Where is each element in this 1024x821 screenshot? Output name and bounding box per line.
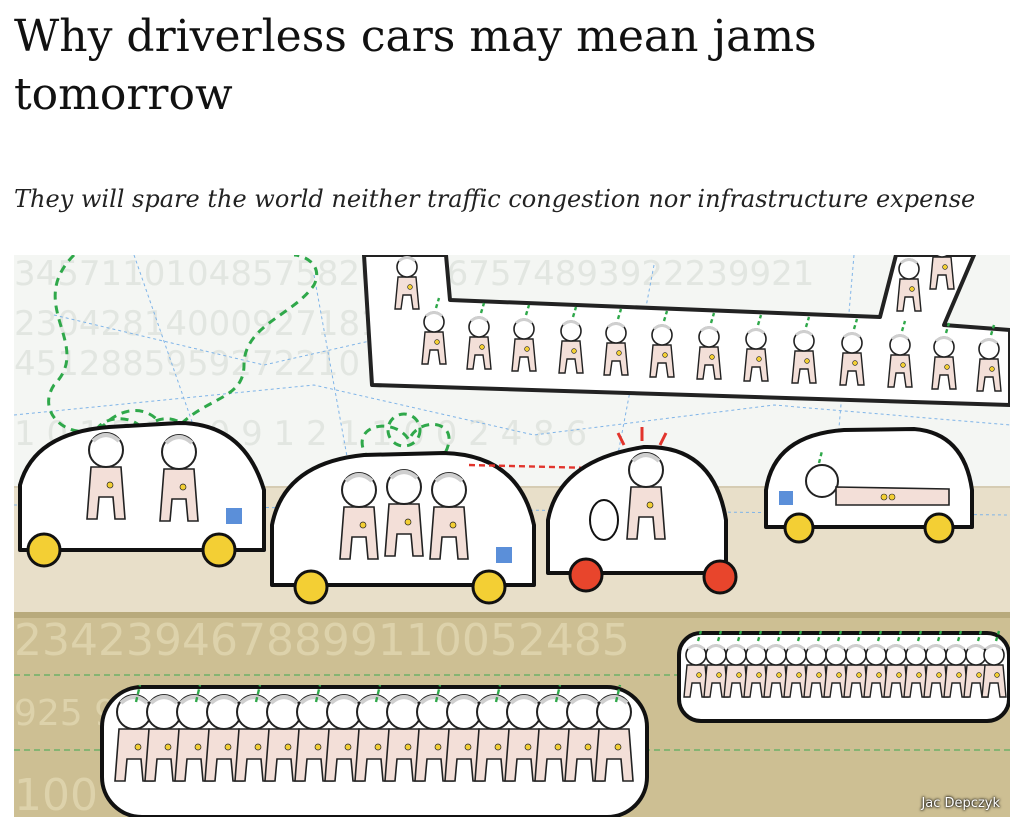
car-reclining-passenger bbox=[764, 427, 974, 544]
car-driver-alert bbox=[546, 427, 738, 595]
article-standfirst: They will spare the world neither traffi… bbox=[14, 185, 976, 213]
illustration-credit: Jac Depczyk bbox=[921, 796, 1000, 811]
article-headline: Why driverless cars may mean jams tomorr… bbox=[14, 11, 817, 120]
car-three-passengers bbox=[270, 451, 536, 605]
route-loops bbox=[47, 255, 451, 461]
tunnel-capsule-large bbox=[100, 684, 649, 817]
svg-text:2342394678899110052485: 2342394678899110052485 bbox=[14, 615, 630, 666]
collision-warning-link bbox=[468, 463, 635, 471]
article-illustration: 3457110104857582019567574893922239921 23… bbox=[14, 255, 1010, 817]
tunnel-capsule-small bbox=[677, 629, 1010, 723]
car-two-passengers bbox=[18, 421, 266, 568]
